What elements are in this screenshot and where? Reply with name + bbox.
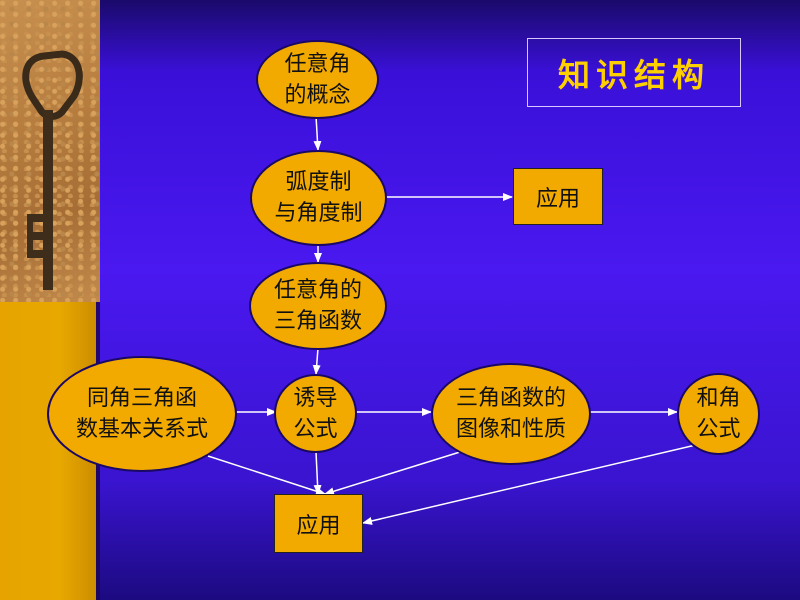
node-sum-angle-formula: 和角 公式: [677, 373, 760, 455]
node-application-bottom: 应用: [274, 494, 363, 553]
arrow-trig-to-induction: [312, 347, 321, 375]
node-angle-concept: 任意角 的概念: [256, 40, 379, 119]
arrow-same-to-app: [207, 455, 326, 496]
node-application-top: 应用: [513, 168, 603, 225]
slide-title: 知识结构: [527, 38, 741, 107]
arrow-induction-to-app: [313, 451, 322, 495]
arrow-sum-to-app: [362, 443, 701, 525]
arrow-concept-to-radian: [313, 115, 322, 151]
node-trig-functions: 任意角的 三角函数: [249, 262, 387, 350]
node-induction-formula: 诱导 公式: [274, 374, 357, 453]
arrow-graph-to-app: [324, 451, 461, 496]
key-photo: [0, 0, 100, 302]
node-same-angle-relations: 同角三角函 数基本关系式: [47, 356, 237, 472]
node-graph-properties: 三角函数的 图像和性质: [431, 363, 591, 465]
key-icon: [22, 50, 83, 290]
node-radian-degree: 弧度制 与角度制: [250, 150, 387, 246]
